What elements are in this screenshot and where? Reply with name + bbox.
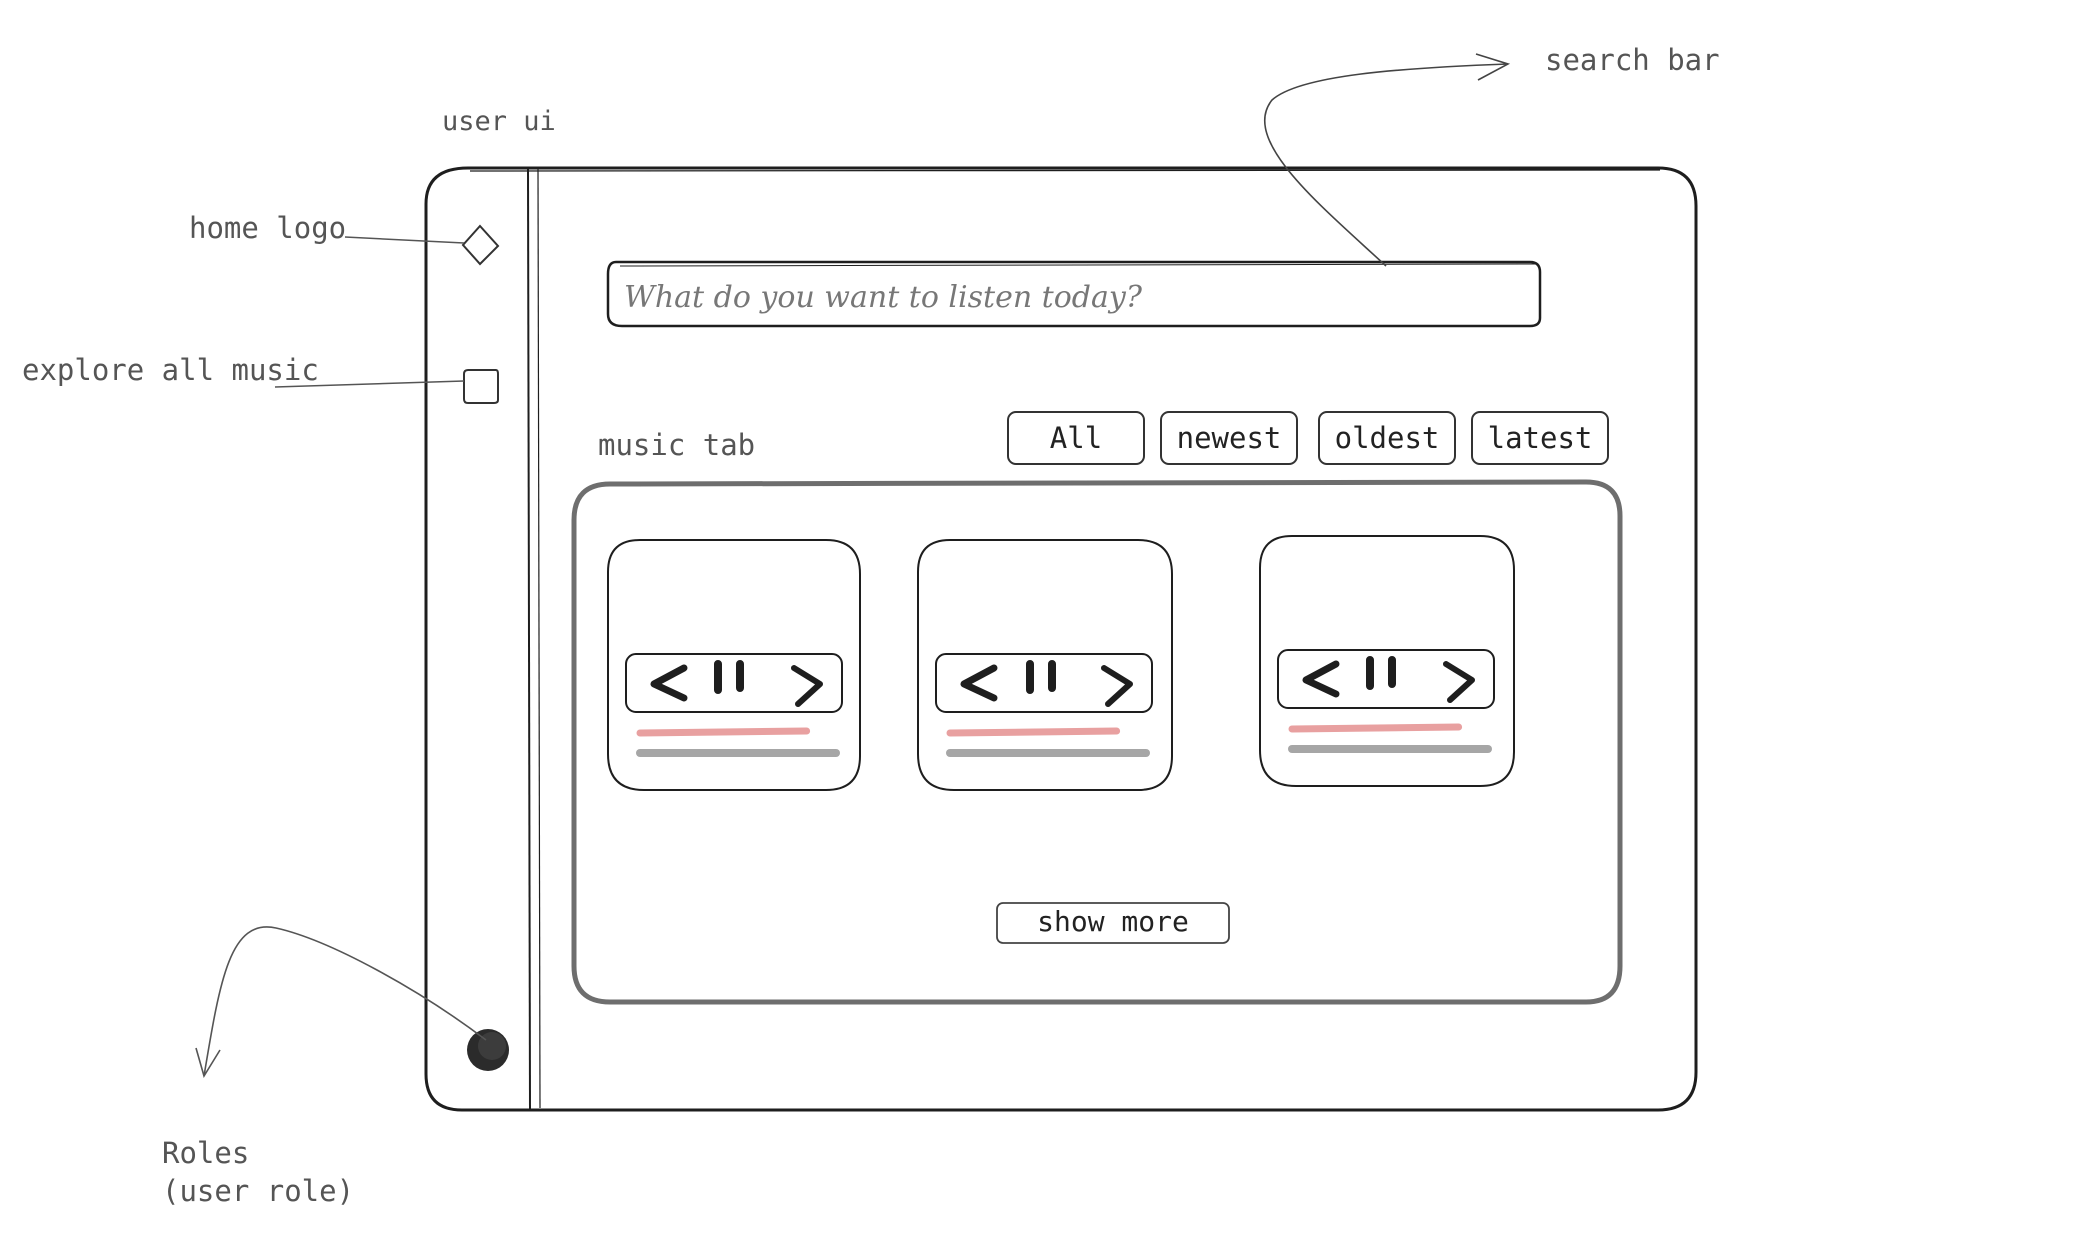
filter-latest-button[interactable]: latest: [1487, 421, 1593, 455]
pause-icon: [1366, 656, 1396, 690]
filter-oldest-button[interactable]: oldest: [1334, 421, 1440, 455]
annotation-user-role: (user role): [162, 1174, 355, 1208]
filter-all-button[interactable]: All: [1049, 421, 1103, 455]
annotation-search-bar: search bar: [1545, 43, 1720, 77]
show-more-button[interactable]: show more: [1037, 905, 1189, 938]
explore-all-music-button[interactable]: [460, 366, 502, 408]
card-1-controls: [650, 660, 823, 707]
diamond-icon: [461, 224, 500, 266]
card-2-controls: [960, 660, 1133, 707]
music-card-1: [607, 539, 861, 791]
chevron-right-icon: [1101, 665, 1133, 707]
progress-bars: [636, 723, 1492, 757]
show-more-outline: [996, 902, 1230, 944]
card-2-prev-button[interactable]: [958, 660, 1000, 706]
annotation-home-logo: home logo: [189, 211, 347, 245]
music-card-2: [917, 539, 1173, 791]
chevron-left-icon: [650, 664, 688, 702]
chevron-right-icon: [1443, 661, 1475, 703]
pause-icon: [1026, 660, 1056, 694]
card-3-pause-button[interactable]: [1360, 654, 1402, 694]
card-2-progress-fill: [946, 727, 1121, 737]
square-icon: [463, 369, 499, 404]
card-1-prev-button[interactable]: [648, 660, 690, 706]
card-3-progress-fill: [1288, 723, 1463, 733]
annotation-music-tab: music tab: [598, 428, 756, 462]
card-3-next-button[interactable]: [1440, 656, 1480, 704]
card-1-progress-fill: [636, 727, 811, 737]
chevron-left-icon: [960, 664, 998, 702]
music-tab-container: [571, 479, 1623, 1005]
card-1-pause-button[interactable]: [708, 658, 750, 698]
chevron-left-icon: [1302, 660, 1340, 698]
filter-newest-button[interactable]: newest: [1176, 421, 1282, 455]
card-1-next-button[interactable]: [788, 660, 828, 708]
annotation-user-ui: user ui: [442, 106, 556, 137]
home-logo-button[interactable]: [458, 222, 504, 268]
card-2-next-button[interactable]: [1098, 660, 1138, 708]
chevron-right-icon: [791, 665, 823, 707]
user-role-avatar-button[interactable]: [464, 1026, 512, 1074]
annotation-explore-all-music: explore all music: [22, 353, 319, 387]
card-3-prev-button[interactable]: [1300, 656, 1342, 702]
sidebar-divider: [527, 167, 531, 1111]
card-3-controls: [1302, 656, 1475, 703]
music-card-3: [1259, 535, 1515, 787]
app-frame: [424, 166, 1698, 1112]
pause-icon: [714, 660, 744, 694]
filter-outlines: [1007, 411, 1609, 465]
search-input[interactable]: What do you want to listen today?: [624, 280, 1142, 315]
card-2-pause-button[interactable]: [1020, 658, 1062, 698]
annotation-roles: Roles: [162, 1136, 250, 1170]
